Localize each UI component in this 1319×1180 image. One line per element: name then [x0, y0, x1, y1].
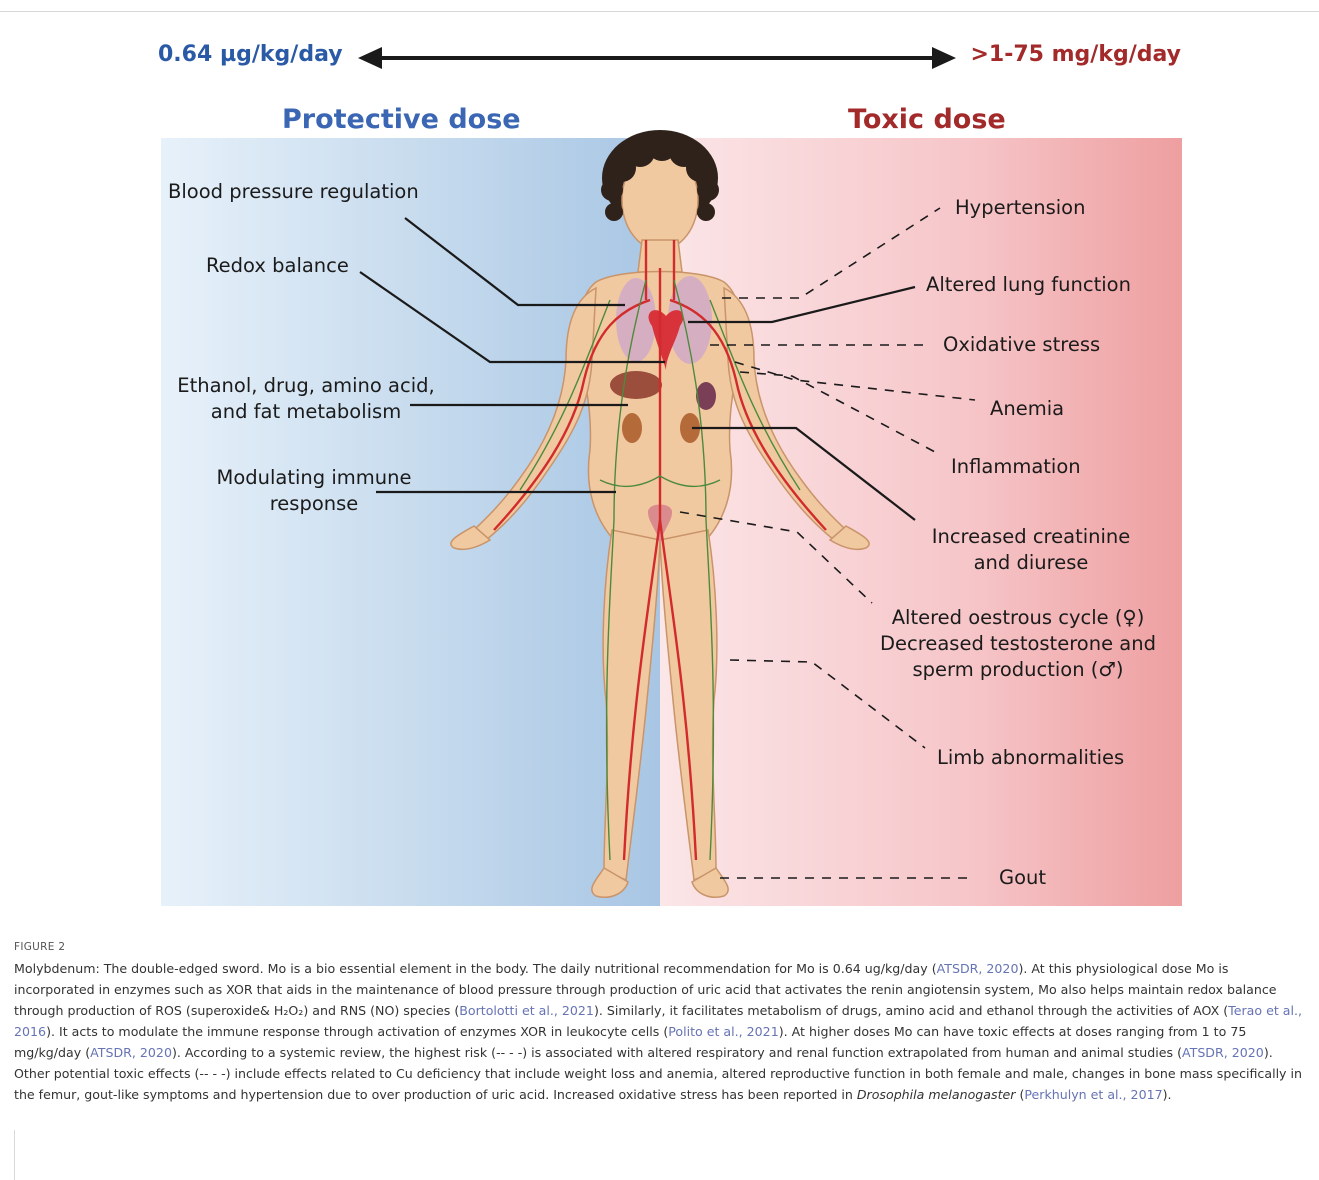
effect-anemia: Anemia	[990, 396, 1064, 422]
effect-gout: Gout	[999, 865, 1046, 891]
effect-creatinine-line1: Increased creatinine	[916, 524, 1146, 550]
citation-link[interactable]: Polito et al., 2021	[668, 1024, 778, 1039]
effect-limb-abnormalities: Limb abnormalities	[937, 745, 1124, 771]
effect-immune-response: Modulating immune response	[196, 465, 432, 517]
effect-repro-line3: sperm production (♂)	[862, 657, 1174, 683]
effect-blood-pressure-regulation: Blood pressure regulation	[168, 179, 419, 205]
effect-metabolism-line1: Ethanol, drug, amino acid,	[163, 373, 449, 399]
effect-increased-creatinine: Increased creatinine and diurese	[916, 524, 1146, 576]
citation-link[interactable]: Perkhulyn et al., 2017	[1024, 1087, 1162, 1102]
citation-link[interactable]: ATSDR, 2020	[937, 961, 1019, 976]
side-rule	[14, 1130, 15, 1180]
effect-hypertension: Hypertension	[955, 195, 1085, 221]
dose-range-arrow	[358, 47, 956, 69]
citation-link[interactable]: ATSDR, 2020	[1182, 1045, 1264, 1060]
effect-altered-lung-function: Altered lung function	[926, 272, 1131, 298]
caption-text: Molybdenum: The double-edged sword. Mo i…	[14, 958, 1309, 1105]
figure-caption: FIGURE 2 Molybdenum: The double-edged sw…	[14, 937, 1309, 1105]
effect-metabolism-line2: and fat metabolism	[163, 399, 449, 425]
citation-link[interactable]: ATSDR, 2020	[90, 1045, 172, 1060]
effect-immune-line2: response	[196, 491, 432, 517]
effect-repro-line1: Altered oestrous cycle (♀)	[862, 605, 1174, 631]
effect-redox-balance: Redox balance	[206, 253, 349, 279]
effect-metabolism: Ethanol, drug, amino acid, and fat metab…	[163, 373, 449, 425]
figure-number: FIGURE 2	[14, 937, 1309, 958]
effect-reproductive: Altered oestrous cycle (♀) Decreased tes…	[862, 605, 1174, 683]
species-name: Drosophila melanogaster	[857, 1087, 1016, 1102]
effect-repro-line2: Decreased testosterone and	[862, 631, 1174, 657]
effect-immune-line1: Modulating immune	[196, 465, 432, 491]
citation-link[interactable]: Bortolotti et al., 2021	[459, 1003, 594, 1018]
effect-oxidative-stress: Oxidative stress	[943, 332, 1100, 358]
effect-inflammation: Inflammation	[951, 454, 1081, 480]
effect-creatinine-line2: and diurese	[916, 550, 1146, 576]
